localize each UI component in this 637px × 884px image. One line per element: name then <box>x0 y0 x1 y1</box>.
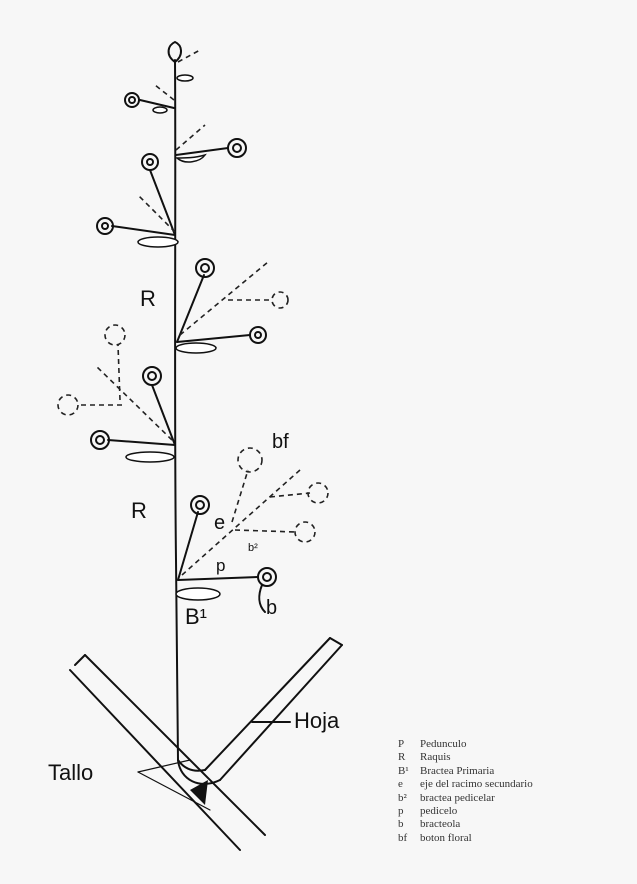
legend-key: bf <box>398 832 420 845</box>
branch-4 <box>176 259 288 353</box>
legend-key: b² <box>398 792 420 805</box>
legend-key: R <box>398 751 420 764</box>
label-B1: B¹ <box>185 606 207 628</box>
legend-key: e <box>398 778 420 791</box>
legend-text: pedicelo <box>420 805 630 818</box>
legend-text: Bractea Primaria <box>420 765 630 778</box>
branch-6-labeled <box>176 448 328 612</box>
legend-key: P <box>398 738 420 751</box>
label-b: b <box>266 598 277 618</box>
branch-5 <box>58 325 175 462</box>
legend-key: p <box>398 805 420 818</box>
label-tallo: Tallo <box>48 762 93 784</box>
label-p: p <box>216 557 225 574</box>
label-bf: bf <box>272 432 289 452</box>
legend-key: B¹ <box>398 765 420 778</box>
label-R-lower: R <box>131 500 147 522</box>
apical-bud <box>169 42 200 81</box>
legend-text: bracteola <box>420 818 630 831</box>
upper-flower-2 <box>176 125 246 162</box>
legend-text: Raquis <box>420 751 630 764</box>
label-e: e <box>214 513 225 533</box>
rachis <box>175 60 178 760</box>
label-b2: b² <box>248 543 258 554</box>
legend-text: eje del racimo secundario <box>420 778 630 791</box>
label-R-upper: R <box>140 288 156 310</box>
branch-3 <box>97 154 178 247</box>
legend-text: bractea pedicelar <box>420 792 630 805</box>
legend-text: Pedunculo <box>420 738 630 751</box>
legend-text: boton floral <box>420 832 630 845</box>
legend-key: b <box>398 818 420 831</box>
stem-tallo <box>70 655 265 850</box>
upper-flower-1 <box>125 85 174 113</box>
label-hoja: Hoja <box>294 710 339 732</box>
